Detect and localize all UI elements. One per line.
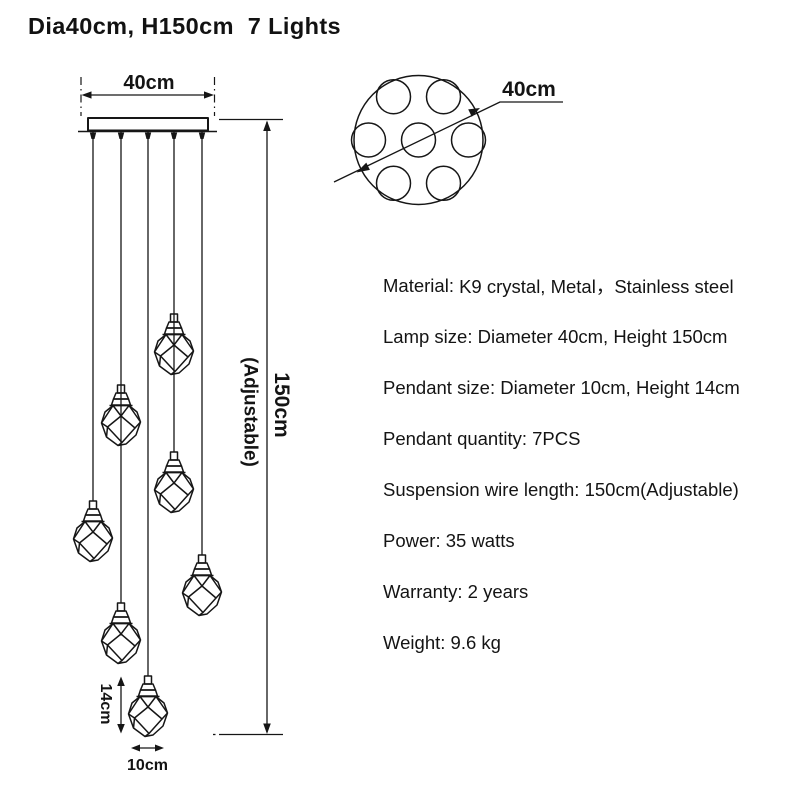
arrowhead-right [155, 744, 164, 752]
wire-connector [89, 132, 97, 139]
spec-separator: : [521, 427, 533, 449]
spec-label: Pendant size [383, 376, 490, 398]
spec-row: Pendant quantity: 7PCS [383, 413, 793, 464]
spec-label: Pendant quantity [383, 427, 522, 449]
arrowhead-down [117, 724, 125, 734]
spec-value: 7PCS [532, 427, 581, 449]
spec-value: Diameter 10cm, Height 14cm [500, 376, 740, 398]
pendant-width-dimension: 10cm [127, 744, 168, 774]
arrowhead-up [117, 676, 125, 686]
diameter-leader-line [333, 101, 563, 183]
spec-separator: : [489, 376, 501, 398]
spec-separator: : [435, 529, 446, 551]
wire-connector [144, 132, 152, 139]
spec-separator: : [457, 580, 468, 602]
light-hole [425, 78, 462, 115]
suspension-wires [89, 132, 206, 676]
spec-value: K9 crystal, Metal，Stainless steel [459, 275, 734, 297]
spec-row: Lamp size: Diameter 40cm, Height 150cm [383, 311, 793, 362]
light-hole [350, 122, 387, 158]
arrowhead-left [81, 91, 92, 99]
spec-label: Material [383, 274, 449, 296]
spec-list: Material: K9 crystal, Metal，Stainless st… [383, 260, 793, 668]
spec-separator: : [448, 274, 460, 296]
arrowhead-down [263, 723, 271, 734]
front-view-diagram: 40cm [72, 72, 293, 774]
spec-label: Power [383, 529, 436, 551]
light-hole [375, 78, 412, 115]
top-view-diameter-label: 40cm [502, 78, 556, 101]
spec-label: Suspension wire length [383, 478, 575, 500]
pendant-diameter-label: 10cm [127, 757, 168, 774]
canopy-width-label: 40cm [123, 72, 174, 94]
spec-value: 35 watts [445, 529, 515, 551]
ceiling-canopy [87, 117, 209, 132]
arrowhead-up [263, 120, 271, 131]
spec-separator: : [440, 631, 451, 653]
pendant-crystal [127, 675, 169, 738]
page-title: Dia40cm, H150cm 7 Lights [28, 13, 342, 39]
spec-label: Lamp size [383, 325, 468, 347]
spec-value: 9.6 kg [450, 631, 501, 653]
spec-separator: : [467, 325, 478, 347]
pendant-crystal [100, 602, 142, 665]
spec-row: Power: 35 watts [383, 515, 793, 566]
spec-row: Suspension wire length: 150cm(Adjustable… [383, 464, 793, 515]
arrowhead-right [204, 91, 214, 99]
spec-row: Warranty: 2 years [383, 566, 793, 617]
pendant-crystal [153, 451, 195, 514]
light-hole [425, 165, 462, 202]
canopy-width-dimension: 40cm [80, 72, 216, 116]
pendant-crystal [181, 554, 223, 617]
spec-value: Diameter 40cm, Height 150cm [477, 325, 728, 347]
top-view-diagram: 40cm [333, 74, 563, 206]
height-label: 150cm [270, 372, 293, 437]
pendant-crystal [72, 500, 114, 563]
arrowhead-upper-right [468, 108, 480, 117]
arrowhead-left [131, 744, 140, 752]
pendant-height-label: 14cm [97, 684, 114, 725]
spec-row: Weight: 9.6 kg [383, 617, 793, 668]
spec-separator: : [574, 478, 585, 500]
wire-connector [117, 132, 125, 139]
spec-value: 2 years [467, 580, 529, 602]
wire-connector [198, 132, 206, 139]
pendant-height-dimension: 14cm [97, 676, 125, 734]
spec-value: 150cm(Adjustable) [584, 478, 739, 500]
light-hole [450, 122, 487, 158]
canopy-outline-circle [353, 74, 484, 206]
arrowhead-lower-left [356, 162, 370, 173]
light-hole [375, 165, 412, 202]
spec-label: Warranty [383, 580, 458, 602]
height-dimension: 150cm (Adjustable) [213, 118, 293, 736]
light-hole [400, 122, 437, 158]
spec-label: Weight [383, 631, 441, 653]
spec-row: Material: K9 crystal, Metal，Stainless st… [383, 260, 793, 311]
height-note-label: (Adjustable) [240, 357, 261, 467]
spec-row: Pendant size: Diameter 10cm, Height 14cm [383, 362, 793, 413]
wire-connector [170, 132, 178, 139]
